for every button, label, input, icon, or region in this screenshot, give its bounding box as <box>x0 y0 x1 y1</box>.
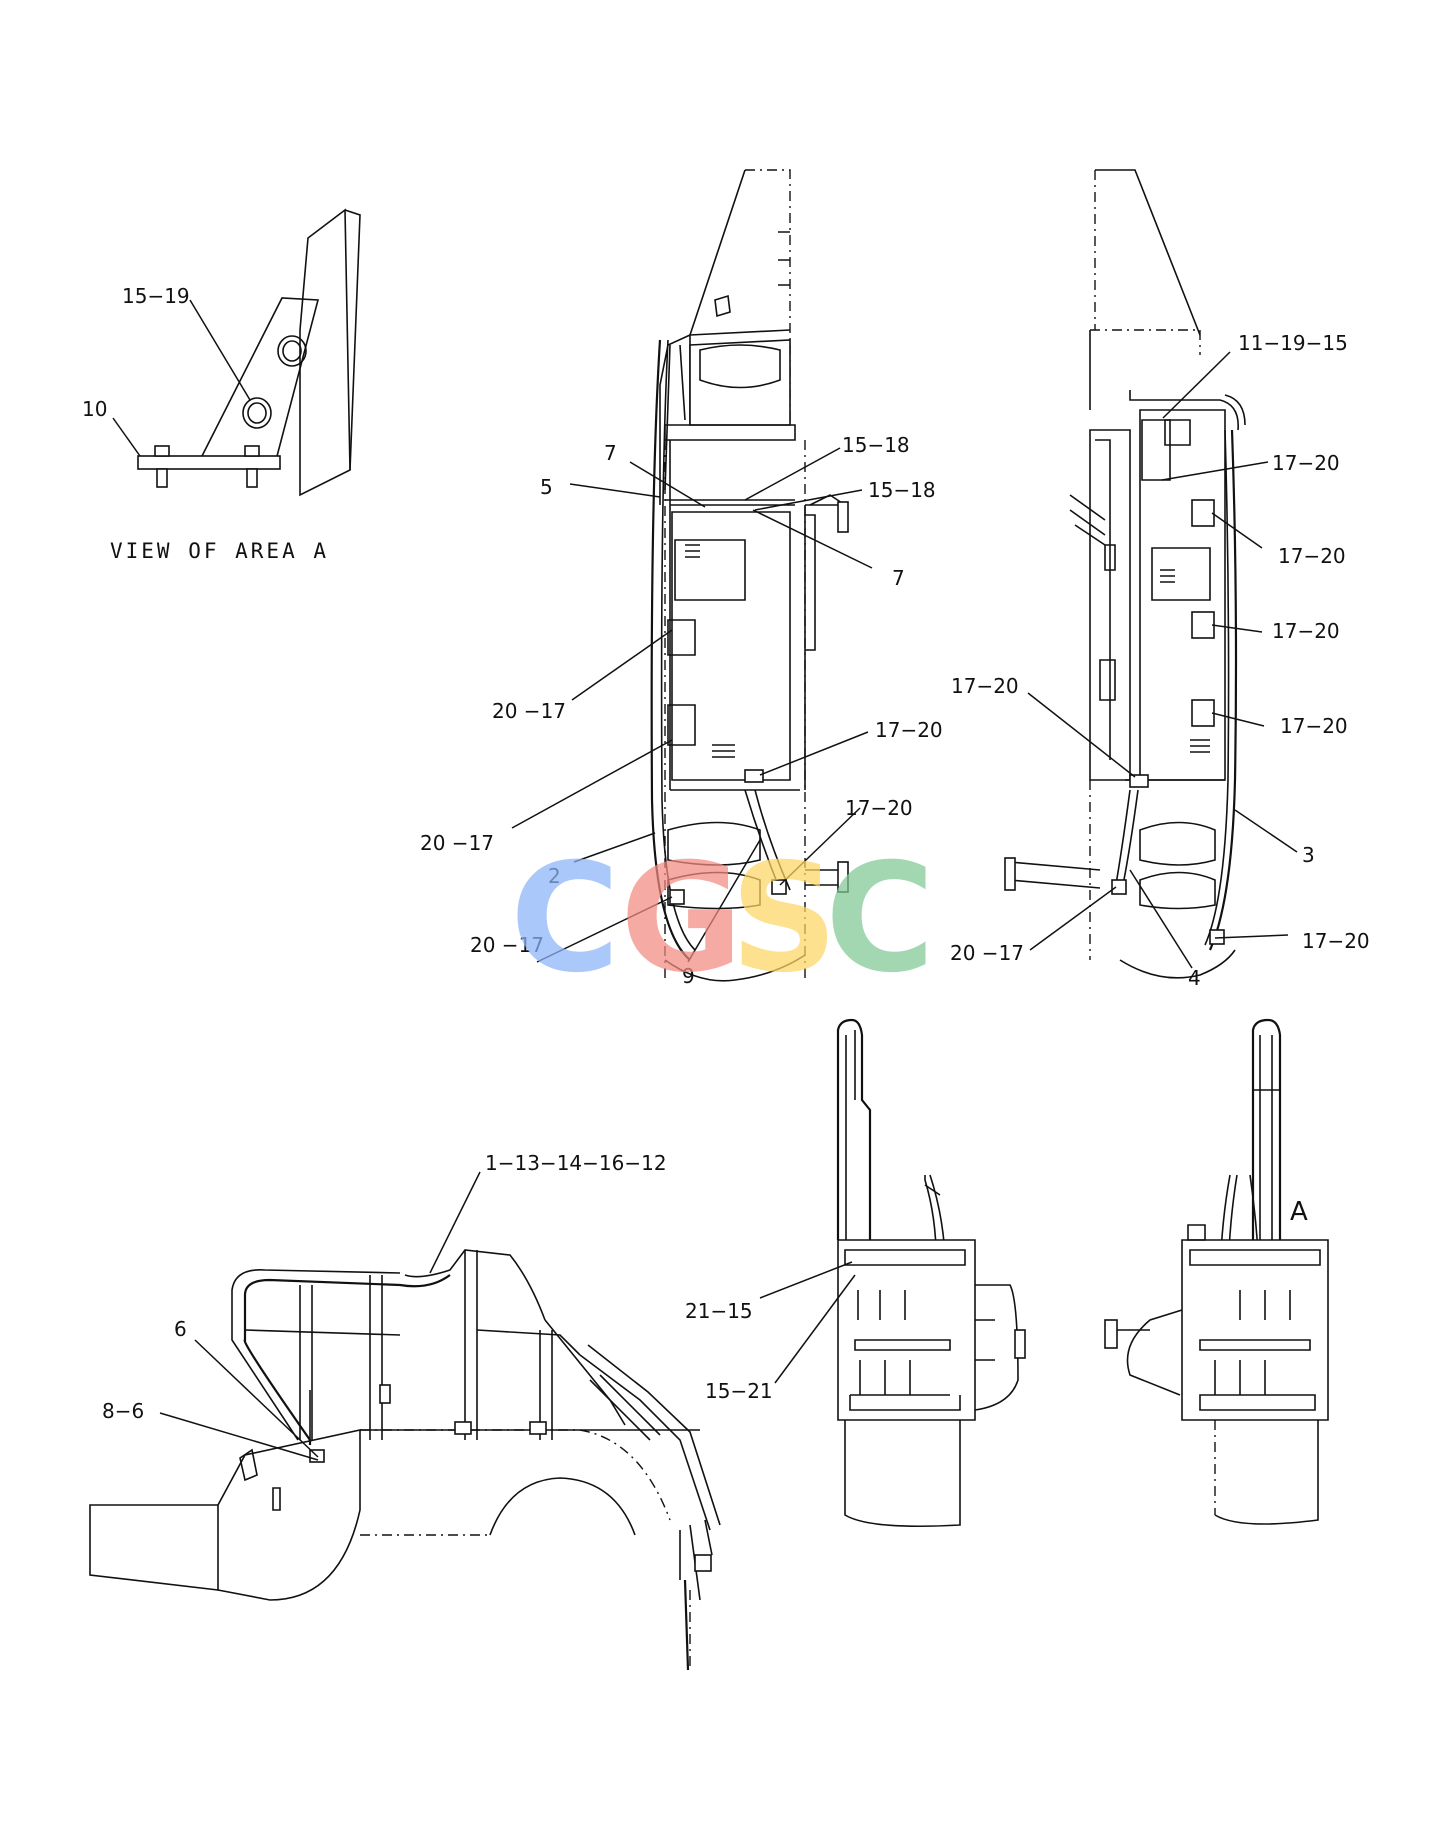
middle-top-view-assembly <box>650 169 849 982</box>
watermark: C G S C <box>510 832 935 1006</box>
callout-right-20-17: 20 −17 <box>950 941 1024 965</box>
view-of-area-a-title: VIEW OF AREA A <box>110 539 329 563</box>
middle-view-leader-lines <box>511 447 873 963</box>
right-view-leader-lines <box>1027 351 1298 969</box>
area-a-detail-view <box>137 208 361 497</box>
callout-right-17-20-a: 17−20 <box>1272 451 1340 475</box>
callout-side-6: 6 <box>174 1317 187 1341</box>
watermark-letter-1: C <box>510 832 620 1006</box>
watermark-letter-3: S <box>730 832 838 1006</box>
callout-front-15-21: 15−21 <box>705 1379 773 1403</box>
side-view-assembly <box>89 1249 721 1671</box>
callout-side-1-13-14-16-12: 1−13−14−16−12 <box>485 1151 667 1175</box>
callout-mid-7-right: 7 <box>892 566 905 590</box>
callout-right-17-20-e: 17−20 <box>1302 929 1370 953</box>
area-a-callouts <box>112 299 251 457</box>
side-view-leader-lines <box>159 1171 481 1461</box>
callout-front-21-15: 21−15 <box>685 1299 753 1323</box>
callout-mid-20-17-b: 20 −17 <box>420 831 494 855</box>
callout-mid-17-20-a: 17−20 <box>875 718 943 742</box>
callout-right-4: 4 <box>1188 966 1201 990</box>
front-view-leader-lines <box>759 1261 856 1384</box>
callout-mid-15-18-right: 15−18 <box>868 478 936 502</box>
front-view-assembly <box>836 1018 1026 1528</box>
callout-mid-15-18-top: 15−18 <box>842 433 910 457</box>
callout-mid-20-17-a: 20 −17 <box>492 699 566 723</box>
watermark-letter-4: C <box>825 832 935 1006</box>
callout-right-11-19-15: 11−19−15 <box>1238 331 1348 355</box>
callout-area-a-10: 10 <box>82 397 107 421</box>
callout-right-17-20-b: 17−20 <box>1278 544 1346 568</box>
callout-right-3: 3 <box>1302 843 1315 867</box>
callout-side-8-6: 8−6 <box>102 1399 144 1423</box>
area-a-marker: A <box>1290 1197 1308 1227</box>
callout-mid-20-17-c: 20 −17 <box>470 933 544 957</box>
callout-mid-9: 9 <box>682 964 695 988</box>
callout-mid-2: 2 <box>548 864 561 888</box>
callout-right-17-20-left: 17−20 <box>951 674 1019 698</box>
rear-view-assembly <box>1104 1018 1329 1525</box>
callout-right-17-20-c: 17−20 <box>1272 619 1340 643</box>
callout-area-a-15-19: 15−19 <box>122 284 190 308</box>
callout-mid-7-top: 7 <box>604 441 617 465</box>
callout-labels: 15−19 10 VIEW OF AREA A 7 15−18 5 15−18 … <box>82 284 1370 1423</box>
callout-right-17-20-d: 17−20 <box>1280 714 1348 738</box>
watermark-letter-2: G <box>620 832 743 1006</box>
right-top-view-assembly <box>1004 169 1246 979</box>
callout-mid-17-20-b: 17−20 <box>845 796 913 820</box>
callout-mid-5: 5 <box>540 475 553 499</box>
